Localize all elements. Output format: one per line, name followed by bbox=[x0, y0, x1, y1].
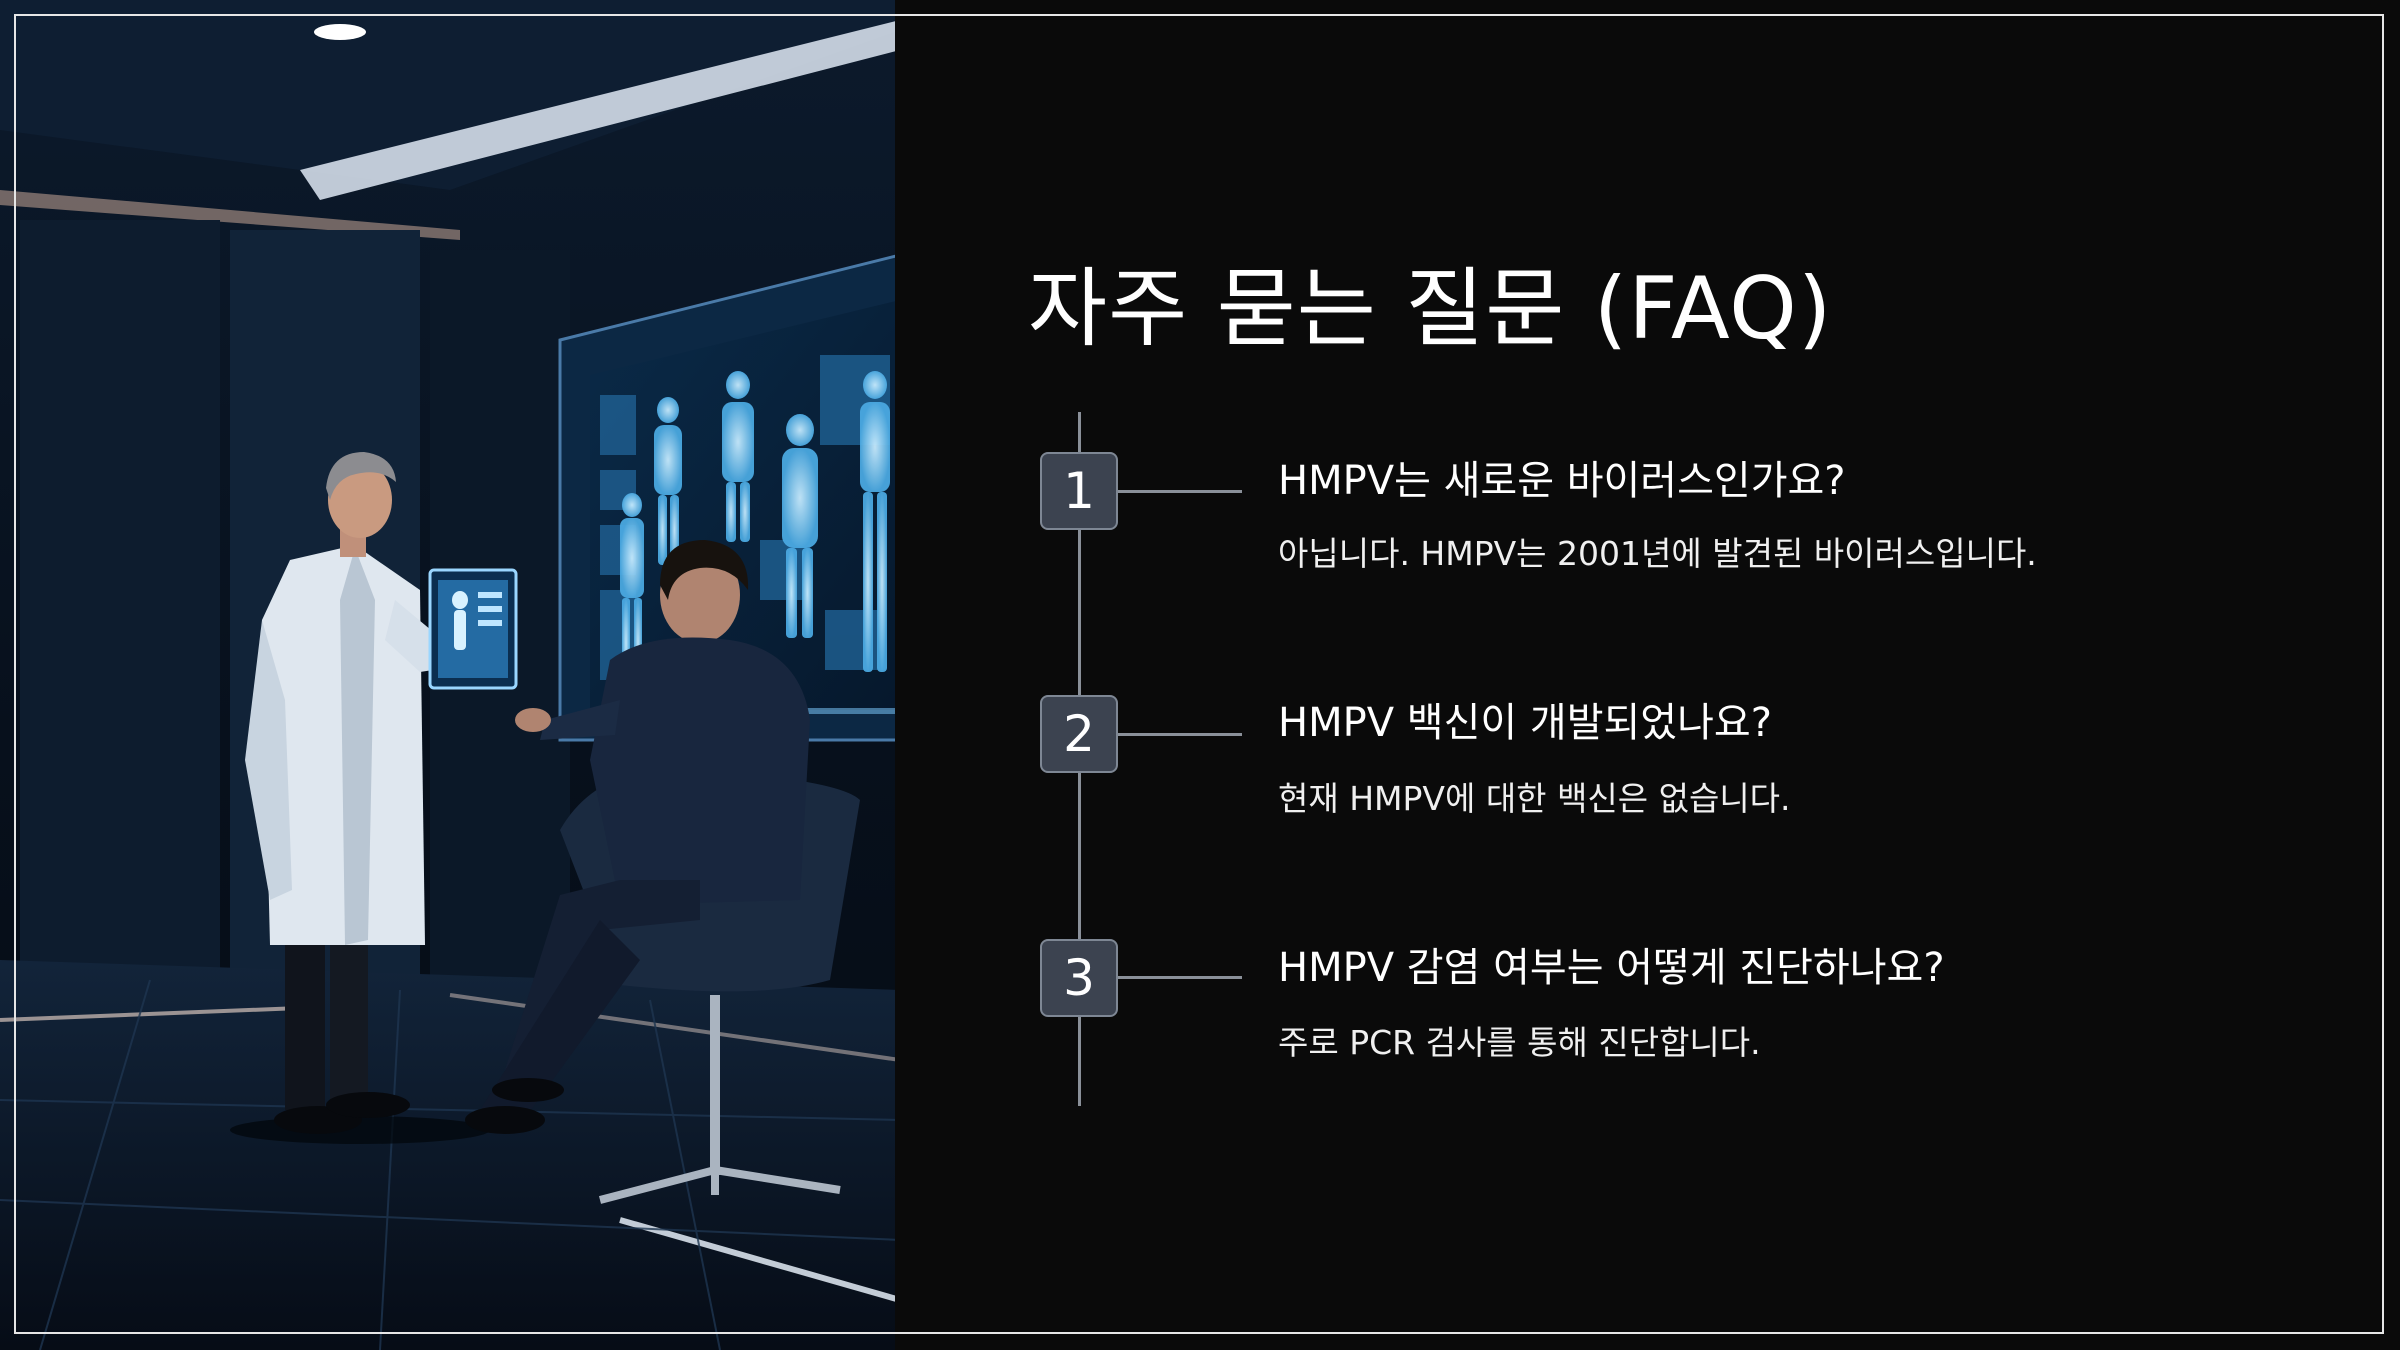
timeline-connector bbox=[1118, 733, 1242, 736]
faq-number-badge: 2 bbox=[1040, 695, 1118, 773]
timeline-connector bbox=[1118, 976, 1242, 979]
faq-question: HMPV 백신이 개발되었나요? bbox=[1278, 700, 1772, 746]
faq-answer: 현재 HMPV에 대한 백신은 없습니다. bbox=[1278, 779, 1791, 818]
faq-answer: 주로 PCR 검사를 통해 진단합니다. bbox=[1278, 1023, 1761, 1062]
doctor-consultation-image bbox=[0, 0, 900, 1350]
faq-answer: 아닙니다. HMPV는 2001년에 발견된 바이러스입니다. bbox=[1278, 534, 2037, 573]
faq-number-badge: 1 bbox=[1040, 452, 1118, 530]
faq-question: HMPV 감염 여부는 어떻게 진단하나요? bbox=[1278, 945, 1945, 991]
timeline-connector bbox=[1118, 490, 1242, 493]
page-title: 자주 묻는 질문 (FAQ) bbox=[1028, 259, 1833, 359]
faq-question: HMPV는 새로운 바이러스인가요? bbox=[1278, 458, 1846, 504]
faq-number-badge: 3 bbox=[1040, 939, 1118, 1017]
